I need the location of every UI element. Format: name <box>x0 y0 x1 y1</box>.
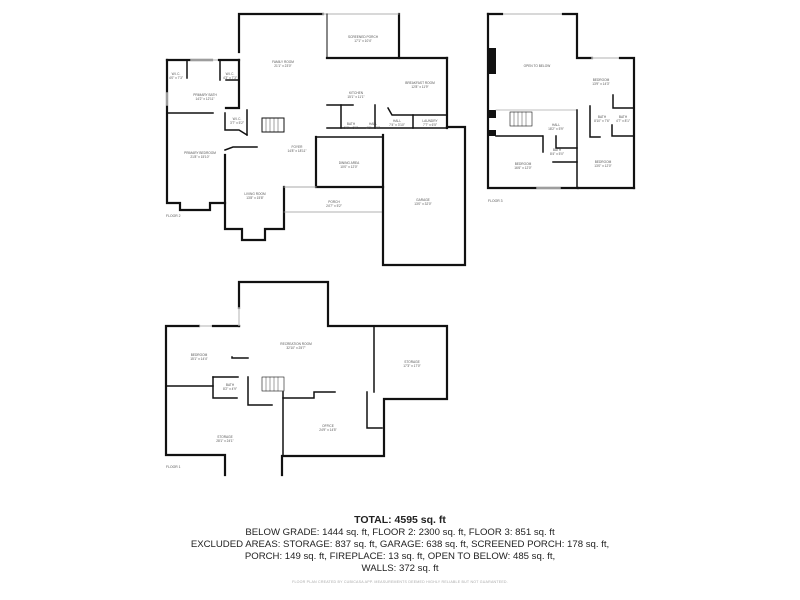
room-dims: 8'10" x 7'6" <box>594 119 610 123</box>
room-name: BEDROOM <box>191 353 208 357</box>
room-dims: 17'3" x 17'0" <box>403 364 420 368</box>
room-dims: 17'1" x 10'4" <box>354 39 371 43</box>
room-dims: 14'8" x 18'11" <box>287 149 306 153</box>
room-name: PRIMARY BATH <box>193 93 217 97</box>
room-dims: 7'4" x 3'10" <box>389 123 405 127</box>
room-name: FAMILY ROOM <box>272 60 294 64</box>
room-dims: 16'6" x 12'0" <box>514 166 531 170</box>
room-name: BATH <box>553 148 562 152</box>
room-name: BEDROOM <box>595 160 612 164</box>
room-name: BATH <box>226 383 235 387</box>
room-dims: 13'0" x 32'0" <box>414 202 431 206</box>
room-dims: 7'7" x 6'5" <box>423 123 437 127</box>
room-dims: 4'6" x 5'8" <box>366 126 380 130</box>
room-name: DINING AREA <box>339 161 360 165</box>
room-name: RECREATION ROOM <box>280 342 312 346</box>
room-name: W.I.C. <box>226 72 235 76</box>
room-dims: 24'7" x 5'2" <box>326 204 342 208</box>
room-dims: 13'9" x 14'3" <box>592 82 609 86</box>
room-name: GARAGE <box>416 198 430 202</box>
room-name: BEDROOM <box>515 162 532 166</box>
room-dims: 12'8" x 11'9" <box>411 85 428 89</box>
floor-2-labels: FAMILY ROOM 21'1" x 23'0" SCREENED PORCH… <box>166 35 438 218</box>
room-name: BREAKFAST ROOM <box>405 81 435 85</box>
room-name: HALL <box>393 119 401 123</box>
room-name: STORAGE <box>217 435 233 439</box>
area-breakdown-line-2: EXCLUDED AREAS: STORAGE: 837 sq. ft, GAR… <box>190 539 610 550</box>
room-dims: 21'1" x 23'0" <box>274 64 291 68</box>
floor-1-plan <box>164 280 449 477</box>
total-area: TOTAL: 4595 sq. ft <box>354 514 446 526</box>
floor-3-plan <box>486 12 636 190</box>
room-dims: 14'2" x 12'11" <box>195 97 214 101</box>
room-name: STORAGE <box>404 360 420 364</box>
room-name: LAUNDRY <box>422 119 438 123</box>
floor-2-plan <box>165 12 467 267</box>
room-dims: 32'10" x 25'7" <box>286 346 305 350</box>
room-name: FOYER <box>292 145 304 149</box>
room-name: PRIMARY BEDROOM <box>184 151 216 155</box>
room-name: OFFICE <box>322 424 334 428</box>
floor-3-label: FLOOR 3 <box>488 199 503 203</box>
room-name: BATH <box>347 122 356 126</box>
area-breakdown-line-1: BELOW GRADE: 1444 sq. ft, FLOOR 2: 2300 … <box>245 527 555 538</box>
disclaimer: FLOOR PLAN CREATED BY CUBICASA APP. MEAS… <box>292 580 508 584</box>
room-name: BEDROOM <box>593 78 610 82</box>
floor-2-label: FLOOR 2 <box>166 214 181 218</box>
area-breakdown-line-3: PORCH: 149 sq. ft, FIREPLACE: 13 sq. ft,… <box>244 551 556 562</box>
room-name: W.I.C. <box>172 72 181 76</box>
room-dims: 15'1" x 11'1" <box>347 95 364 99</box>
room-dims: 13'8" x 15'8" <box>246 196 263 200</box>
floor-3-labels: OPEN TO BELOW BEDROOM 13'9" x 14'3" HALL… <box>488 64 630 203</box>
room-dims: 13'0" x 12'0" <box>594 164 611 168</box>
room-name: W.I.C. <box>233 117 242 121</box>
room-dims: 4'0" x 7'3" <box>169 76 183 80</box>
room-name: BATH <box>619 115 628 119</box>
room-name: KITCHEN <box>349 91 364 95</box>
room-dims: 10'0" x 12'0" <box>340 165 357 169</box>
room-dims: 4'7" x 8'1" <box>616 119 630 123</box>
room-name: HALL <box>552 123 560 127</box>
room-dims: 3'7" x 5'2" <box>230 121 244 125</box>
area-breakdown-line-4: WALLS: 372 sq. ft <box>361 563 439 574</box>
floor-1-label: FLOOR 1 <box>166 465 181 469</box>
room-dims: 15'1" x 14'4" <box>190 357 207 361</box>
room-name: LIVING ROOM <box>244 192 266 196</box>
room-dims: 8'4" x 5'0" <box>550 152 564 156</box>
room-name: PORCH <box>328 200 340 204</box>
room-name: SCREENED PORCH <box>348 35 379 39</box>
floor-1-labels: RECREATION ROOM 32'10" x 25'7" BEDROOM 1… <box>166 342 421 469</box>
room-dims: 5'6" x 5'8" <box>344 126 358 130</box>
room-name: BATH <box>598 115 607 119</box>
room-name: OPEN TO BELOW <box>524 64 551 68</box>
room-name: HALL <box>369 122 377 126</box>
room-dims: 28'1" x 24'1" <box>216 439 233 443</box>
room-dims: 24'9" x 14'5" <box>319 428 336 432</box>
room-dims: 18'2" x 5'9" <box>548 127 564 131</box>
room-dims: 4'3" x 7'3" <box>223 76 237 80</box>
room-dims: 8'2" x 4'9" <box>223 387 237 391</box>
room-dims: 21'8" x 15'10" <box>190 155 209 159</box>
